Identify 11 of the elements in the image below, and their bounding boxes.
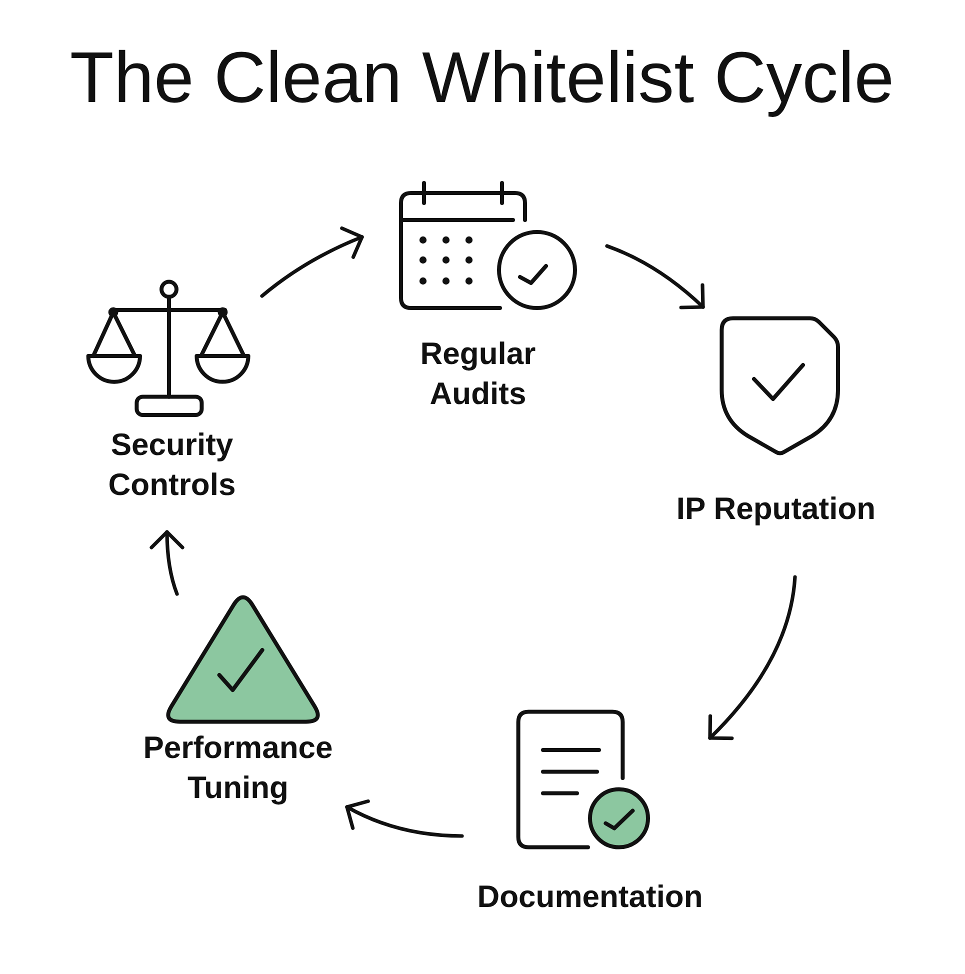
node-label: Security Controls <box>107 426 237 504</box>
node-label: Regular Audits <box>419 335 537 413</box>
arrow <box>345 798 464 838</box>
arrow <box>708 575 797 740</box>
node-label: Documentation <box>477 878 703 916</box>
arrow <box>260 226 364 298</box>
node-label: IP Reputation <box>676 490 876 528</box>
node-label: Performance Tuning <box>142 729 334 807</box>
arrow <box>150 530 184 596</box>
title: The Clean Whitelist Cycle <box>70 37 894 120</box>
arrow <box>605 244 705 310</box>
